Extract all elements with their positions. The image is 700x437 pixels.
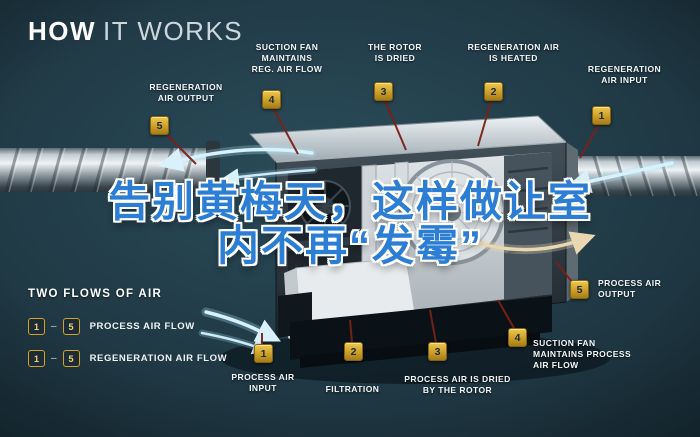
- legend-dash: –: [51, 321, 57, 332]
- badge-suction-process: 4: [508, 328, 527, 347]
- legend-badge-reg-from: 1: [28, 350, 45, 367]
- badge-process-input: 1: [254, 344, 273, 363]
- legend-badge-process-to: 5: [62, 318, 80, 335]
- legend-row-regeneration-flow: 1 – 5 REGENERATION AIR FLOW: [28, 350, 227, 367]
- badge-reg-output: 5: [150, 116, 169, 135]
- legend-label-regeneration-flow: REGENERATION AIR FLOW: [89, 353, 228, 364]
- title-bold: HOW: [28, 16, 97, 46]
- label-regeneration-air-input: REGENERATION AIR INPUT: [587, 64, 662, 86]
- headline-line2: 内不再“发霉”: [216, 222, 483, 269]
- legend-dash: –: [51, 353, 57, 364]
- label-filtration: FILTRATION: [325, 384, 380, 394]
- label-process-air-output: PROCESS AIR OUTPUT: [598, 278, 662, 300]
- badge-rotor-dried: 3: [374, 82, 393, 101]
- badge-suction-reg: 4: [262, 90, 281, 109]
- legend-badge-process-from: 1: [28, 318, 45, 335]
- dehumidifier-unit: [248, 115, 578, 368]
- label-process-air-dried: PROCESS AIR IS DRIED BY THE ROTOR: [404, 374, 511, 396]
- badge-process-output: 5: [570, 280, 589, 299]
- badge-process-dried: 3: [428, 342, 447, 361]
- reg-input-flow-arrow: [566, 161, 674, 194]
- badge-reg-input: 1: [592, 106, 611, 125]
- badge-reg-heated: 2: [484, 82, 503, 101]
- legend-label-process-flow: PROCESS AIR FLOW: [89, 321, 195, 332]
- label-reg-air-heated: REGENERATION AIR IS HEATED: [467, 42, 560, 64]
- legend-badge-reg-to: 5: [62, 350, 80, 367]
- process-input-flow-arrow: [204, 310, 281, 342]
- desiccant-rotor: [399, 159, 505, 265]
- callout-lines: [162, 97, 601, 345]
- headline-overlay: 告别黄梅天，这样做让室 内不再“发霉”: [0, 180, 700, 268]
- legend-heading: TWO FLOWS OF AIR: [28, 288, 163, 300]
- label-regeneration-air-output: REGENERATION AIR OUTPUT: [149, 82, 223, 104]
- badge-filtration: 2: [344, 342, 363, 361]
- headline-line1: 告别黄梅天，这样做让室: [107, 178, 592, 225]
- label-rotor-is-dried: THE ROTOR IS DRIED: [368, 42, 422, 64]
- label-process-air-input: PROCESS AIR INPUT: [231, 372, 295, 394]
- legend-row-process-flow: 1 – 5 PROCESS AIR FLOW: [28, 318, 195, 335]
- label-suction-fan-process: SUCTION FAN MAINTAINS PROCESS AIR FLOW: [533, 338, 632, 371]
- title-light: IT WORKS: [103, 16, 244, 46]
- label-suction-fan-reg: SUCTION FAN MAINTAINS REG. AIR FLOW: [251, 42, 323, 75]
- process-output-flow-arrow: [466, 231, 596, 255]
